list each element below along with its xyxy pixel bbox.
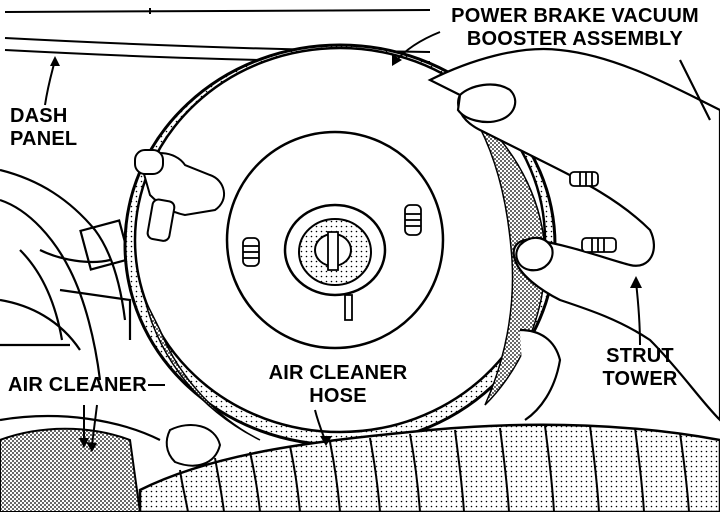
arrowheads [50, 54, 642, 452]
label-power-brake-booster-line2: BOOSTER ASSEMBLY [466, 28, 684, 50]
label-strut-tower-line1: STRUT [606, 345, 674, 367]
label-strut-tower-line2: TOWER [602, 368, 678, 390]
label-dash-panel-line2: PANEL [10, 128, 78, 150]
label-air-cleaner: AIR CLEANER [8, 374, 147, 396]
air-cleaner-hose [138, 423, 720, 512]
hands [427, 47, 720, 422]
vacuum-booster [123, 43, 557, 447]
label-air-cleaner-hose-line2: HOSE [309, 385, 367, 407]
air-cleaner-shade [0, 427, 142, 512]
label-power-brake-booster-line1: POWER BRAKE VACUUM [451, 5, 699, 27]
strut-tower-bolts [569, 171, 617, 253]
label-air-cleaner-hose-line1: AIR CLEANER [268, 362, 408, 384]
label-dash-panel-line1: DASH [10, 105, 68, 127]
